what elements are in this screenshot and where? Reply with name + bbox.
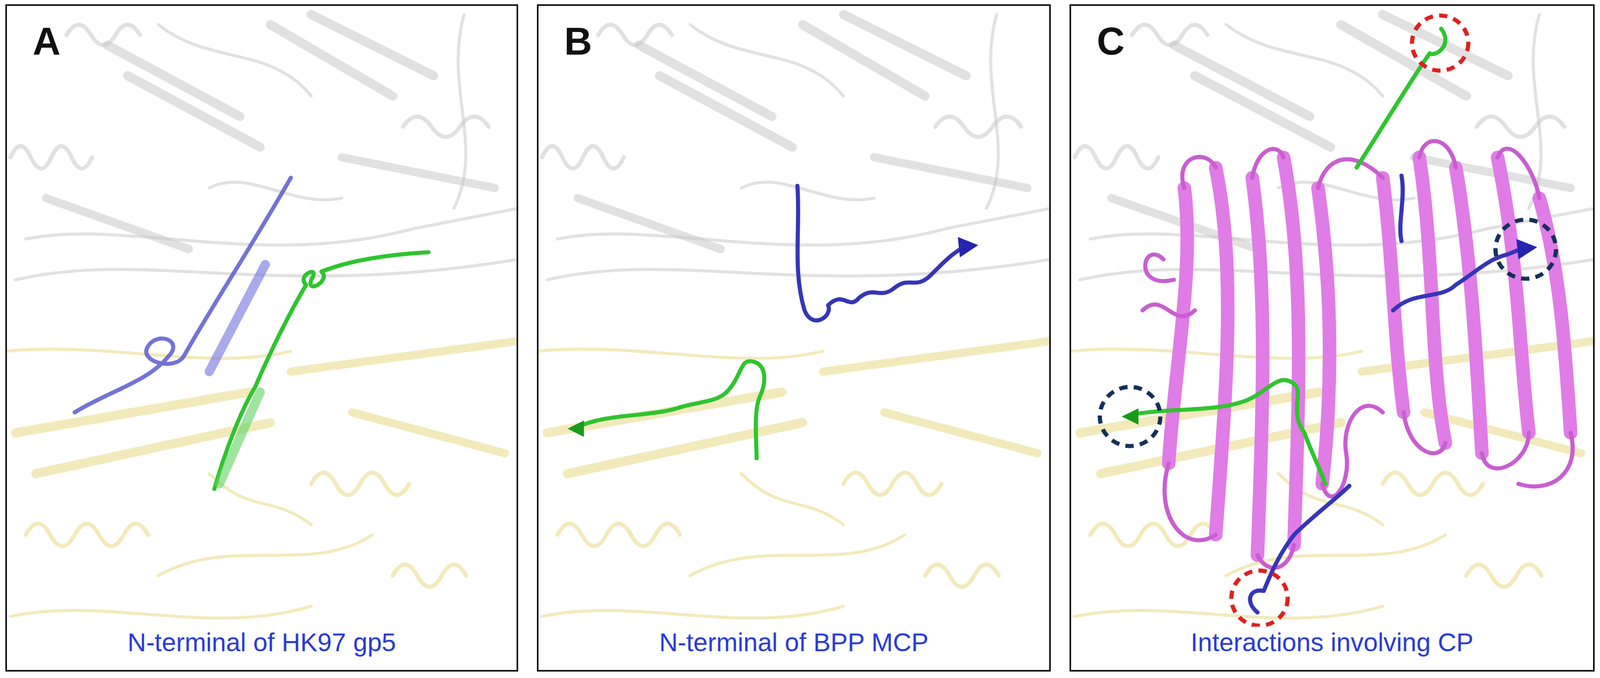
structure-illustration	[5, 4, 519, 672]
panel-caption: N-terminal of HK97 gp5	[122, 626, 402, 658]
panel-caption: N-terminal of BPP MCP	[653, 626, 934, 658]
panel-letter: B	[560, 20, 596, 62]
panel-letter: A	[29, 20, 64, 62]
figure-panel: C Interactions involving CP	[1069, 4, 1595, 672]
figure-panel: B N-terminal of BPP MCP	[536, 4, 1051, 672]
structure-illustration	[1069, 4, 1595, 672]
panel-caption: Interactions involving CP	[1185, 626, 1479, 658]
panel-letter: C	[1093, 20, 1128, 62]
figure-panel: A N-terminal of HK97 gp5	[5, 4, 519, 672]
structure-illustration	[536, 4, 1051, 672]
